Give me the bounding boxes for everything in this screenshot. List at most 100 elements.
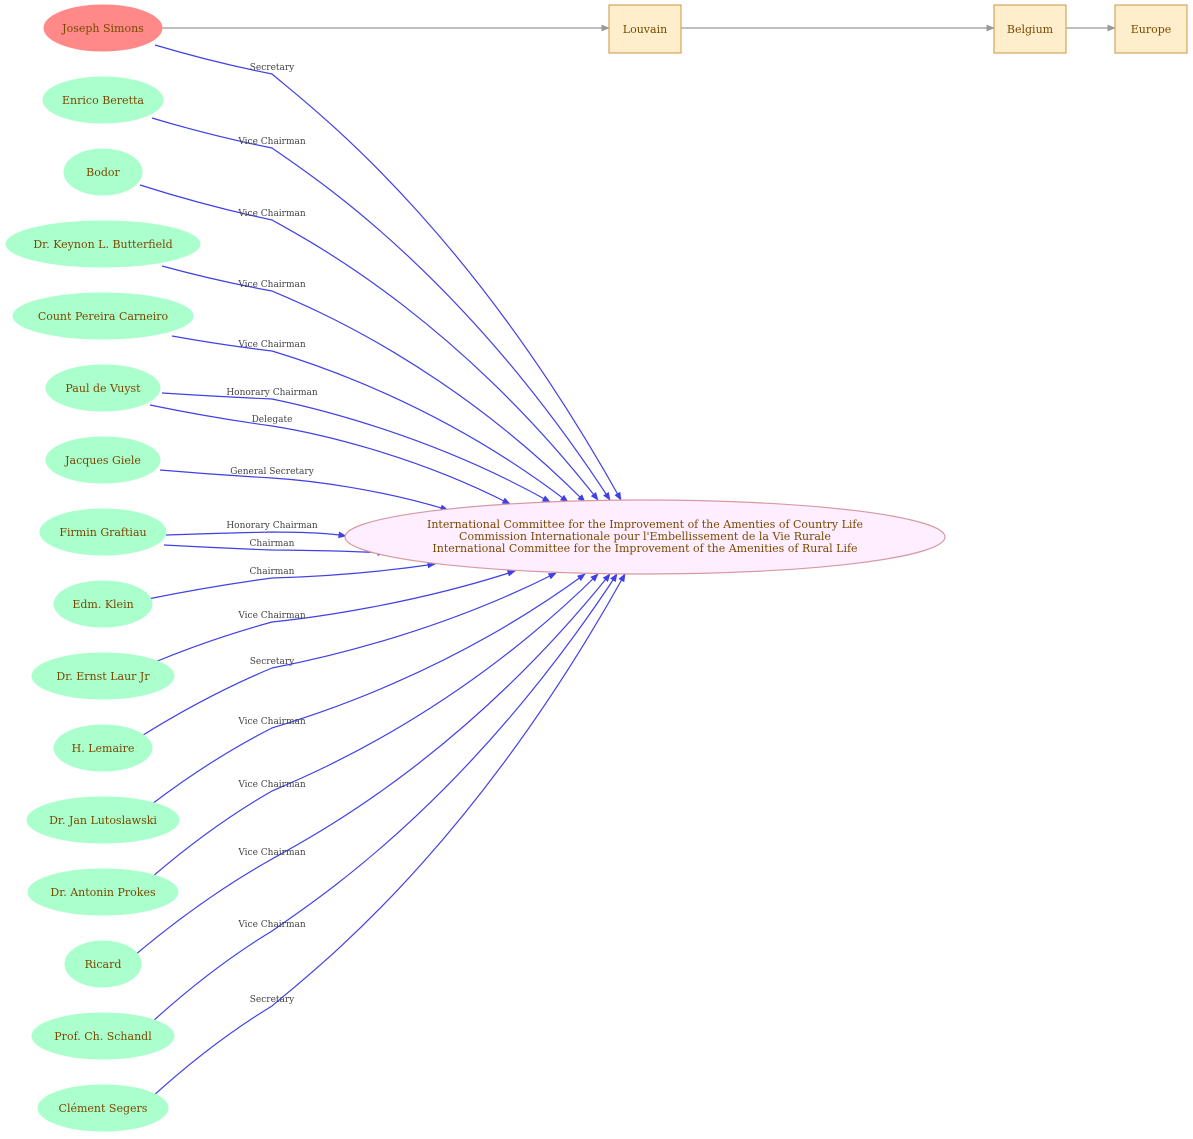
place-box <box>608 4 682 54</box>
person-name: Dr. Ernst Laur Jr <box>56 670 150 683</box>
person-ellipse <box>53 724 153 772</box>
person-ellipse <box>5 220 201 268</box>
role-edge-bodor <box>139 184 599 501</box>
role-edge-enrico-beretta <box>151 117 611 501</box>
edge-label-dr-jan-lutoslawski: Vice Chairman <box>237 717 306 727</box>
person-node[interactable]: Dr. Ernst Laur Jr <box>31 652 175 700</box>
person-ellipse <box>43 4 163 52</box>
person-node[interactable]: Dr. Jan Lutoslawski <box>26 796 180 844</box>
person-node[interactable]: Ricard <box>64 940 142 988</box>
person-name: Joseph Simons <box>61 22 144 35</box>
person-name: Clément Segers <box>59 1102 148 1115</box>
edge-label-jacques-giele: General Secretary <box>230 467 314 477</box>
person-ellipse <box>37 1084 169 1132</box>
edge-label-firmin-graftiau-1: Honorary Chairman <box>226 521 318 531</box>
person-name: Jacques Giele <box>64 454 141 467</box>
role-edge-count-pereira-carneiro <box>171 335 569 503</box>
person-name: Paul de Vuyst <box>65 382 141 395</box>
person-ellipse <box>31 652 175 700</box>
person-ellipse <box>26 796 180 844</box>
edge-label-count-pereira-carneiro: Vice Chairman <box>237 340 306 350</box>
organization-name-line: International Committee for the Improvem… <box>427 518 863 531</box>
role-edge-jacques-giele <box>159 469 449 512</box>
role-edge-prof-ch-schandl <box>151 573 618 1023</box>
person-node[interactable]: Dr. Antonin Prokes <box>27 868 179 916</box>
organization-name-line: International Committee for the Improvem… <box>432 542 857 555</box>
role-edge-ricard <box>134 573 611 956</box>
person-node-highlighted[interactable]: Joseph Simons <box>43 4 163 52</box>
role-edge-dr-antonin-prokes <box>151 573 599 878</box>
place-box <box>993 4 1067 54</box>
person-name: Dr. Antonin Prokes <box>50 886 156 899</box>
person-node[interactable]: Jacques Giele <box>45 436 161 484</box>
person-name: Enrico Beretta <box>62 94 144 107</box>
person-node[interactable]: Dr. Keynon L. Butterfield <box>5 220 201 268</box>
person-name: Dr. Jan Lutoslawski <box>49 814 157 827</box>
person-ellipse <box>31 1012 175 1060</box>
role-edge-dr-keynon-l-butterfield <box>161 265 586 503</box>
role-edge-paul-de-vuyst-1 <box>161 392 551 503</box>
person-name: Firmin Graftiau <box>59 526 146 539</box>
edge-label-bodor: Vice Chairman <box>237 209 306 219</box>
person-node[interactable]: Paul de Vuyst <box>45 364 161 412</box>
role-edge-h-lemaire <box>139 572 557 738</box>
person-name: Edm. Klein <box>72 598 133 611</box>
edge-label-h-lemaire: Secretary <box>250 657 295 667</box>
organization-name-line: Commission Internationale pour l'Embelli… <box>459 530 831 543</box>
person-ellipse <box>27 868 179 916</box>
role-edge-clement-segers <box>151 573 626 1098</box>
edge-label-firmin-graftiau-2: Chairman <box>250 539 295 549</box>
person-ellipse <box>45 364 161 412</box>
person-name: Prof. Ch. Schandl <box>54 1030 152 1043</box>
person-ellipse <box>53 580 153 628</box>
person-node[interactable]: Firmin Graftiau <box>39 508 167 556</box>
place-name: Europe <box>1131 23 1172 36</box>
place-node-louvain[interactable]: Louvain <box>608 4 682 54</box>
role-edge-dr-ernst-laur-jr <box>154 570 516 663</box>
person-node[interactable]: H. Lemaire <box>53 724 153 772</box>
edge-label-joseph-simons: Secretary <box>250 63 295 73</box>
edge-label-dr-antonin-prokes: Vice Chairman <box>237 780 306 790</box>
person-node[interactable]: Count Pereira Carneiro <box>12 292 194 340</box>
person-node[interactable]: Edm. Klein <box>53 580 153 628</box>
place-node-europe[interactable]: Europe <box>1114 4 1188 54</box>
edge-label-clement-segers: Secretary <box>250 995 295 1005</box>
edge-label-paul-de-vuyst-1: Honorary Chairman <box>226 388 318 398</box>
person-ellipse <box>64 940 142 988</box>
edge-label-edm-klein: Chairman <box>250 567 295 577</box>
edge-label-paul-de-vuyst-2: Delegate <box>252 415 293 425</box>
person-ellipse <box>45 436 161 484</box>
edge-label-dr-ernst-laur-jr: Vice Chairman <box>237 611 306 621</box>
role-edge-firmin-graftiau-2 <box>163 544 386 556</box>
edge-label-ricard: Vice Chairman <box>237 848 306 858</box>
person-node[interactable]: Clément Segers <box>37 1084 169 1132</box>
person-node[interactable]: Enrico Beretta <box>42 76 164 124</box>
person-name: Bodor <box>86 166 120 179</box>
place-name: Belgium <box>1007 23 1054 36</box>
place-node-belgium[interactable]: Belgium <box>993 4 1067 54</box>
role-edge-edm-klein <box>147 561 436 600</box>
person-ellipse <box>39 508 167 556</box>
person-ellipse <box>12 292 194 340</box>
edges-layer <box>134 24 1116 1098</box>
role-edge-paul-de-vuyst-2 <box>149 404 511 505</box>
person-name: Count Pereira Carneiro <box>38 310 169 323</box>
edge-label-enrico-beretta: Vice Chairman <box>237 137 306 147</box>
role-edge-firmin-graftiau-1 <box>165 531 347 539</box>
role-edge-joseph-simons <box>154 44 622 501</box>
organization-node[interactable]: International Committee for the Improvem… <box>344 499 946 575</box>
role-edge-dr-jan-lutoslawski <box>151 573 586 805</box>
place-box <box>1114 4 1188 54</box>
edge-label-dr-keynon-l-butterfield: Vice Chairman <box>237 280 306 290</box>
person-node[interactable]: Prof. Ch. Schandl <box>31 1012 175 1060</box>
edge-label-prof-ch-schandl: Vice Chairman <box>237 920 306 930</box>
person-ellipse <box>42 76 164 124</box>
person-ellipse <box>63 148 143 196</box>
person-name: Dr. Keynon L. Butterfield <box>33 238 172 251</box>
place-name: Louvain <box>623 23 667 36</box>
person-node[interactable]: Bodor <box>63 148 143 196</box>
